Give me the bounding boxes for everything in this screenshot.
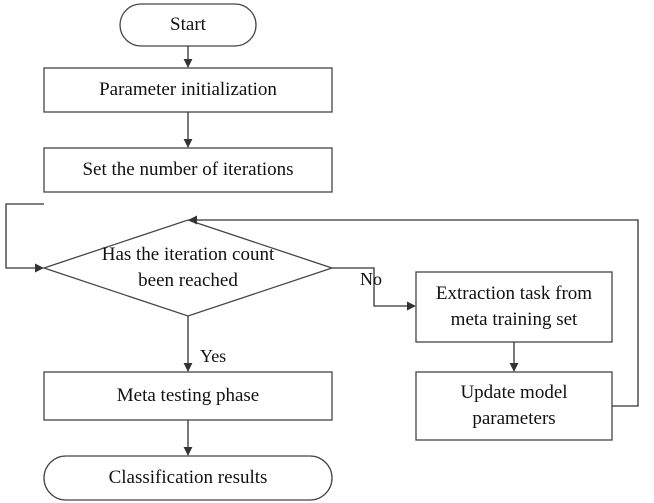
parameter-initialization-label: Parameter initialization xyxy=(99,79,277,100)
update-parameters-label: Update model parameters xyxy=(460,382,568,429)
meta-testing-label: Meta testing phase xyxy=(116,385,260,406)
update-parameters-box-shape xyxy=(415,371,613,441)
arrow-update-loop-to-decision xyxy=(188,215,639,407)
classification-results-label: Classification results xyxy=(108,467,268,488)
arrow-decision-to-extraction xyxy=(332,267,416,311)
arrow-set-iterations-to-decision xyxy=(5,203,44,273)
classification-results-terminator-shape xyxy=(43,455,333,501)
set-iterations-label: Set the number of iterations xyxy=(82,159,294,180)
set-iterations-box-shape xyxy=(43,147,333,193)
parameter-initialization-box-shape xyxy=(43,67,333,113)
edge-label-yes: Yes xyxy=(200,346,227,366)
extraction-task-box-shape xyxy=(415,271,613,343)
decision-label: Has the iteration count been reached xyxy=(101,244,275,291)
meta-testing-box-shape xyxy=(43,371,333,421)
extraction-task-label: Extraction task from meta training set xyxy=(435,283,593,330)
start-label: Start xyxy=(170,14,206,35)
edge-label-no: No xyxy=(360,269,382,289)
